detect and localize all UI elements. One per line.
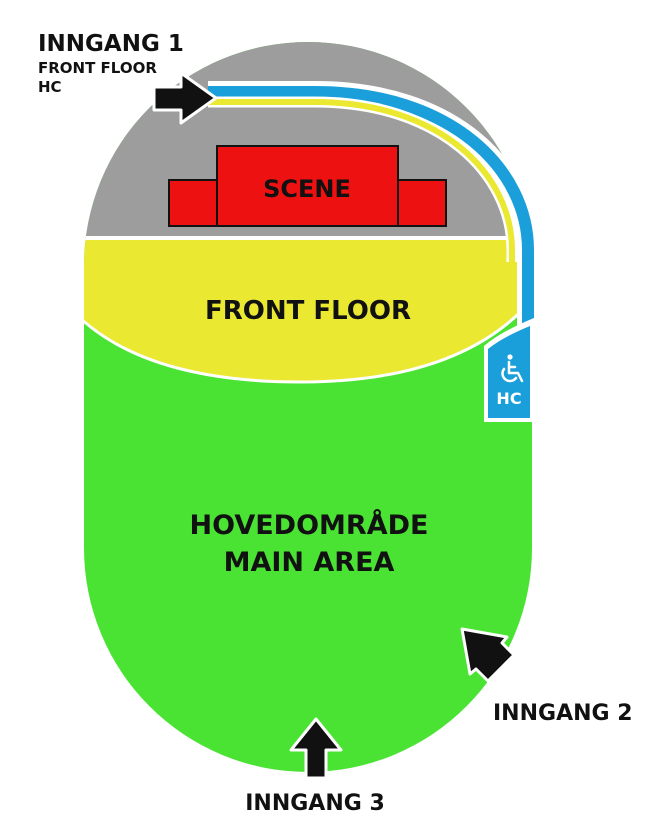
zone-divider [84, 289, 532, 384]
stage-area-divider [84, 236, 532, 240]
hc-area-label: HC [496, 389, 521, 408]
stage[interactable]: SCENE [168, 145, 447, 227]
stage-right-wing [397, 179, 447, 227]
entrance-2[interactable]: INNGANG 2 [460, 627, 633, 726]
hc-route [208, 81, 539, 420]
stage-left-wing [168, 179, 218, 227]
main-area-label-no: HOVEDOMRÅDE [190, 509, 429, 541]
front-floor-label: FRONT FLOOR [205, 296, 411, 326]
entrance-3-arrow-icon [289, 717, 343, 780]
wheelchair-icon [501, 354, 524, 383]
entrance-1-front-floor: FRONT FLOOR [38, 59, 157, 77]
entrance-1-arrow-icon [152, 71, 218, 125]
stage-label: SCENE [263, 175, 351, 203]
entrance-2-arrow-icon [460, 627, 516, 683]
entrance-1[interactable]: INNGANG 1 FRONT FLOOR HC [38, 31, 218, 125]
front-floor-zone[interactable] [80, 238, 540, 382]
hc-area[interactable]: HC [484, 318, 534, 422]
main-area-label-en: MAIN AREA [224, 547, 395, 578]
entrance-1-title: INNGANG 1 [38, 31, 184, 57]
entrance-3-title: INNGANG 3 [245, 791, 385, 816]
entrance-2-title: INNGANG 2 [493, 701, 633, 726]
entrance-3[interactable]: INNGANG 3 [245, 717, 385, 816]
stage-main [216, 145, 399, 227]
entrance-1-hc: HC [38, 78, 62, 96]
